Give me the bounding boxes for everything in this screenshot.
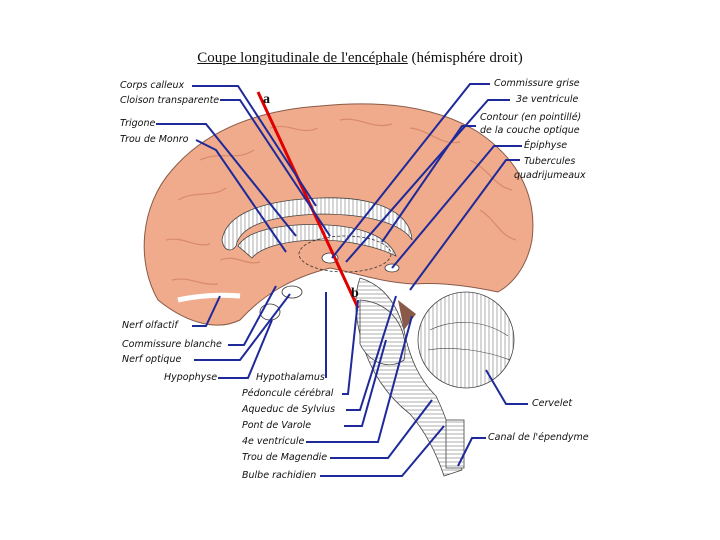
- leader-nerf-optique: [194, 293, 291, 361]
- leader-tubercules: [409, 159, 520, 291]
- label-corps-calleux: Corps calleux: [120, 80, 185, 91]
- leader-contour: [381, 125, 476, 243]
- title-main: Coupe longitudinale de l'encéphale: [197, 50, 408, 66]
- label-hypophyse: Hypophyse: [164, 372, 218, 383]
- label-trigone: Trigone: [120, 118, 156, 129]
- label-bulbe-rachidien: Bulbe rachidien: [242, 470, 317, 481]
- diagram-title: Coupe longitudinale de l'encéphale (hémi…: [0, 50, 720, 67]
- label-nerf-optique: Nerf optique: [122, 354, 182, 365]
- label-4e-ventricule: 4e ventricule: [242, 436, 305, 447]
- label-canal-ependyme: Canal de l'épendyme: [488, 432, 589, 443]
- label-nerf-olfactif: Nerf olfactif: [122, 320, 178, 331]
- leader-pont: [344, 339, 387, 427]
- cut-line: [256, 91, 360, 309]
- label-cloison-transparente: Cloison transparente: [120, 95, 220, 106]
- label-cervelet: Cervelet: [532, 398, 573, 409]
- leader-olfactif: [192, 295, 221, 327]
- label-epiphyse: Épiphyse: [524, 140, 568, 151]
- leader-trigone: [156, 123, 297, 237]
- leader-comm-grise: [331, 83, 490, 259]
- marker-b: b: [351, 286, 359, 301]
- pons: [359, 299, 406, 366]
- label-commissure-grise: Commissure grise: [494, 78, 580, 89]
- label-hypothalamus: Hypothalamus: [256, 372, 325, 383]
- leader-monro: [195, 139, 287, 253]
- label-trou-de-monro: Trou de Monro: [120, 134, 189, 145]
- leader-hypophyse: [218, 319, 273, 379]
- leader-aqueduc: [346, 295, 397, 411]
- leader-magendie: [330, 399, 433, 459]
- spinal-cord: [445, 419, 465, 469]
- leader-comm-blanche: [228, 285, 277, 346]
- label-couche-optique: de la couche optique: [480, 125, 580, 136]
- marker-a: a: [263, 92, 270, 107]
- leader-pedoncule: [342, 299, 359, 395]
- fourth-ventricle: [398, 300, 416, 330]
- olfactory-nerve: [177, 292, 241, 303]
- label-3e-ventricule: 3e ventricule: [516, 94, 579, 105]
- label-pedoncule-cerebral: Pédoncule cérébral: [242, 388, 334, 399]
- thalamus-contour: [298, 235, 392, 273]
- title-sub: (hémisphére droit): [411, 50, 523, 66]
- leader-cloison: [220, 99, 331, 237]
- label-trou-magendie: Trou de Magendie: [242, 452, 328, 463]
- label-contour: Contour (en pointillé): [480, 112, 582, 123]
- leader-3e-ventricule: [345, 99, 510, 263]
- label-pont-varole: Pont de Varole: [242, 420, 312, 431]
- leader-4e: [306, 315, 413, 443]
- label-aqueduc-sylvius: Aqueduc de Sylvius: [242, 404, 336, 415]
- optic-chiasm: [281, 285, 303, 299]
- leader-epiphyse: [391, 145, 522, 269]
- cerebellum: [417, 291, 515, 389]
- label-commissure-blanche: Commissure blanche: [122, 339, 222, 350]
- label-quadrijumeaux: quadrijumeaux: [514, 170, 586, 181]
- leader-corps-calleux: [192, 85, 317, 207]
- label-tubercules: Tubercules: [524, 156, 576, 167]
- leader-lines: [156, 83, 528, 477]
- gyri: [165, 118, 517, 285]
- leader-canal: [457, 437, 486, 467]
- leader-cervelet: [485, 369, 528, 405]
- fornix: [237, 224, 397, 259]
- corpus-callosum: [221, 197, 413, 251]
- leader-bulbe: [320, 425, 445, 477]
